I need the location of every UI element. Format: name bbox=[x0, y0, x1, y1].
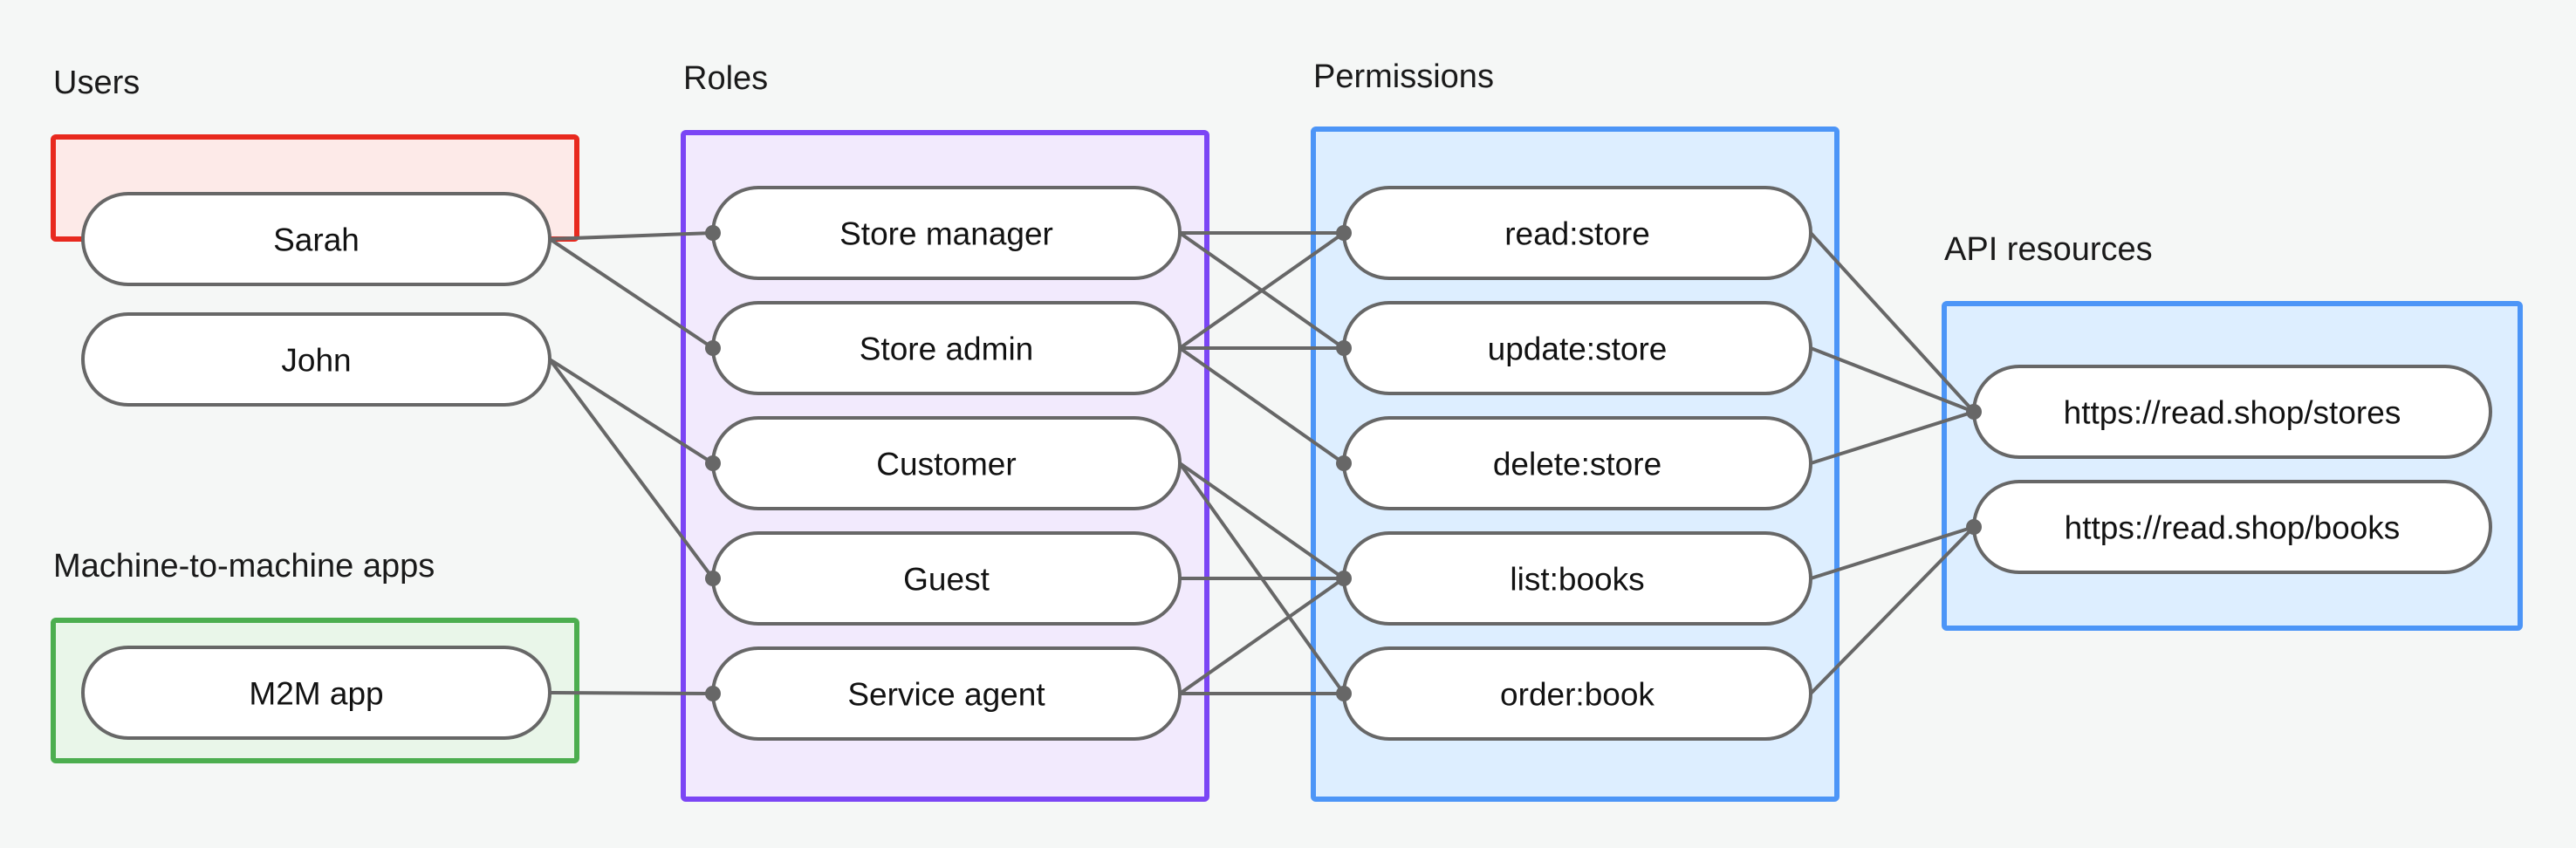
node-pill-sarah bbox=[81, 192, 552, 286]
edge-endpoint-dot bbox=[705, 686, 721, 701]
edge-store_admin-to-delete_store bbox=[1178, 346, 1346, 465]
node-store_admin[interactable]: Store admin bbox=[711, 301, 1182, 395]
node-john[interactable]: John bbox=[81, 312, 552, 407]
node-label-list_books: list:books bbox=[1510, 562, 1644, 598]
node-service[interactable]: Service agent bbox=[711, 646, 1182, 741]
edge-endpoint-dot bbox=[1966, 404, 1982, 420]
node-sarah[interactable]: Sarah bbox=[81, 192, 552, 286]
edges-layer bbox=[548, 231, 1976, 695]
node-label-m2m_app: M2M app bbox=[249, 676, 383, 712]
node-label-sarah: Sarah bbox=[273, 222, 360, 258]
edge-order_book-to-res_books bbox=[1809, 525, 1976, 695]
node-label-update_store: update:store bbox=[1488, 332, 1668, 367]
node-res_books[interactable]: https://read.shop/books bbox=[1972, 480, 2492, 574]
node-label-delete_store: delete:store bbox=[1493, 447, 1661, 482]
edge-store_admin-to-read_store bbox=[1178, 231, 1346, 350]
node-m2m_app[interactable]: M2M app bbox=[81, 646, 552, 740]
group-title-m2m: Machine-to-machine apps bbox=[53, 548, 435, 585]
node-label-customer: Customer bbox=[876, 447, 1016, 482]
edge-endpoint-dot bbox=[1966, 519, 1982, 535]
edge-endpoint-dot bbox=[705, 571, 721, 586]
edge-endpoint-dot bbox=[1336, 571, 1352, 586]
node-label-john: John bbox=[281, 343, 351, 379]
edge-endpoint-dots-layer bbox=[705, 225, 1982, 701]
group-title-api_resources: API resources bbox=[1944, 231, 2153, 268]
edge-endpoint-dot bbox=[705, 225, 721, 241]
edge-sarah-to-store_admin bbox=[548, 237, 715, 350]
node-label-read_store: read:store bbox=[1504, 216, 1650, 252]
node-customer[interactable]: Customer bbox=[711, 416, 1182, 510]
group-title-users: Users bbox=[53, 65, 140, 101]
node-delete_store[interactable]: delete:store bbox=[1342, 416, 1812, 510]
edge-endpoint-dot bbox=[1336, 686, 1352, 701]
node-res_stores[interactable]: https://read.shop/stores bbox=[1972, 365, 2492, 459]
edge-endpoint-dot bbox=[705, 455, 721, 471]
node-order_book[interactable]: order:book bbox=[1342, 646, 1812, 741]
node-guest[interactable]: Guest bbox=[711, 531, 1182, 626]
edge-update_store-to-res_stores bbox=[1810, 346, 1975, 414]
edge-john-to-customer bbox=[548, 358, 715, 465]
node-label-store_mgr: Store manager bbox=[839, 216, 1053, 252]
edge-delete_store-to-res_stores bbox=[1810, 410, 1975, 465]
edge-service-to-list_books bbox=[1178, 577, 1346, 695]
node-pill-m2m_app bbox=[81, 646, 552, 740]
edge-endpoint-dot bbox=[1336, 340, 1352, 356]
node-label-service: Service agent bbox=[847, 677, 1045, 713]
group-title-roles: Roles bbox=[683, 60, 768, 97]
node-store_mgr[interactable]: Store manager bbox=[711, 186, 1182, 280]
edge-m2m_app-to-service bbox=[549, 691, 714, 695]
node-label-store_admin: Store admin bbox=[860, 332, 1034, 367]
edge-endpoint-dot bbox=[1336, 455, 1352, 471]
node-label-res_books: https://read.shop/books bbox=[2065, 510, 2401, 546]
edge-list_books-to-res_books bbox=[1810, 525, 1975, 580]
node-pill-john bbox=[81, 312, 552, 407]
edge-endpoint-dot bbox=[705, 340, 721, 356]
node-list_books[interactable]: list:books bbox=[1342, 531, 1812, 626]
edge-john-to-guest bbox=[548, 358, 715, 580]
edge-read_store-to-res_stores bbox=[1809, 231, 1976, 414]
node-read_store[interactable]: read:store bbox=[1342, 186, 1812, 280]
node-label-res_stores: https://read.shop/stores bbox=[2064, 395, 2401, 431]
group-title-permissions: Permissions bbox=[1313, 58, 1494, 95]
node-label-guest: Guest bbox=[903, 562, 990, 598]
node-update_store[interactable]: update:store bbox=[1342, 301, 1812, 395]
edge-sarah-to-store_mgr bbox=[549, 231, 714, 241]
node-label-order_book: order:book bbox=[1500, 677, 1655, 713]
edge-endpoint-dot bbox=[1336, 225, 1352, 241]
group-box-api_resources bbox=[1942, 301, 2523, 631]
edge-customer-to-list_books bbox=[1178, 462, 1346, 580]
